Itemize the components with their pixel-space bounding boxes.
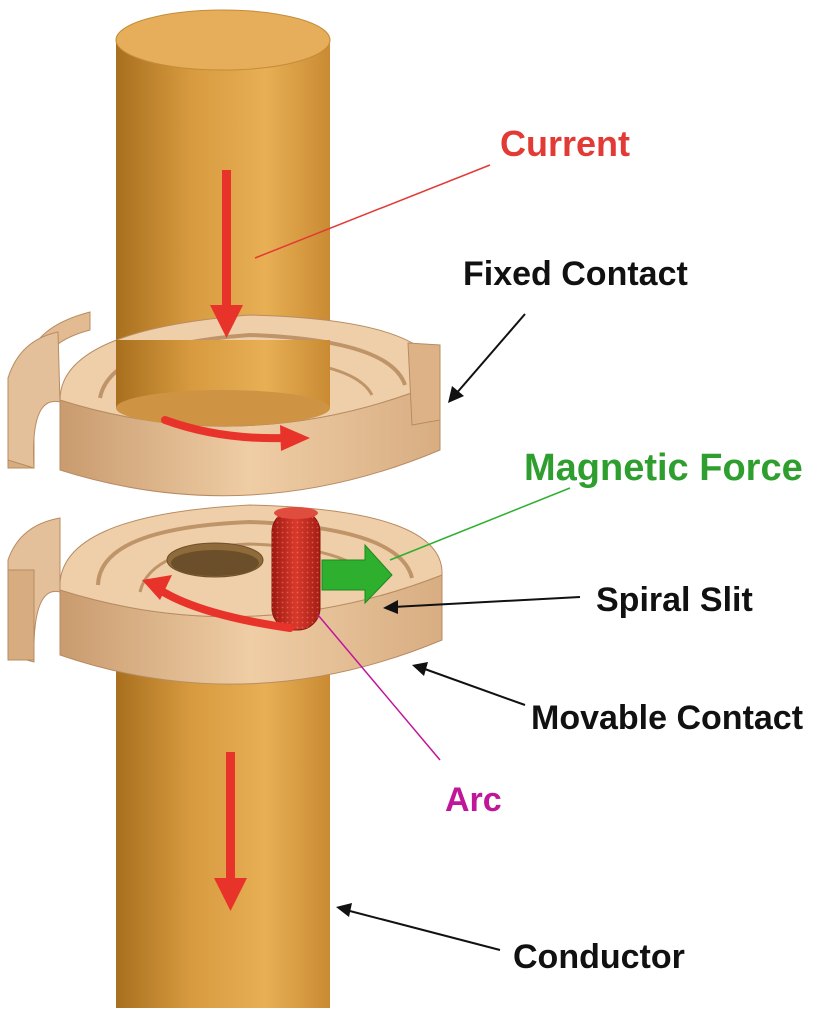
label-magnetic-force: Magnetic Force xyxy=(524,447,803,489)
label-fixed-contact: Fixed Contact xyxy=(463,255,688,293)
movable-contact xyxy=(7,504,443,685)
lower-conductor-rod xyxy=(116,640,330,1008)
label-current: Current xyxy=(500,123,631,164)
label-arc: Arc xyxy=(445,781,502,819)
magnetic-force-arrow xyxy=(321,543,393,605)
fixed-contact xyxy=(7,311,441,497)
arc-column xyxy=(271,507,321,631)
leader-lines xyxy=(254,164,581,951)
label-movable-contact: Movable Contact xyxy=(531,699,804,737)
current-arrows xyxy=(142,170,310,911)
label-conductor: Conductor xyxy=(513,938,685,976)
label-spiral-slit: Spiral Slit xyxy=(596,581,753,619)
